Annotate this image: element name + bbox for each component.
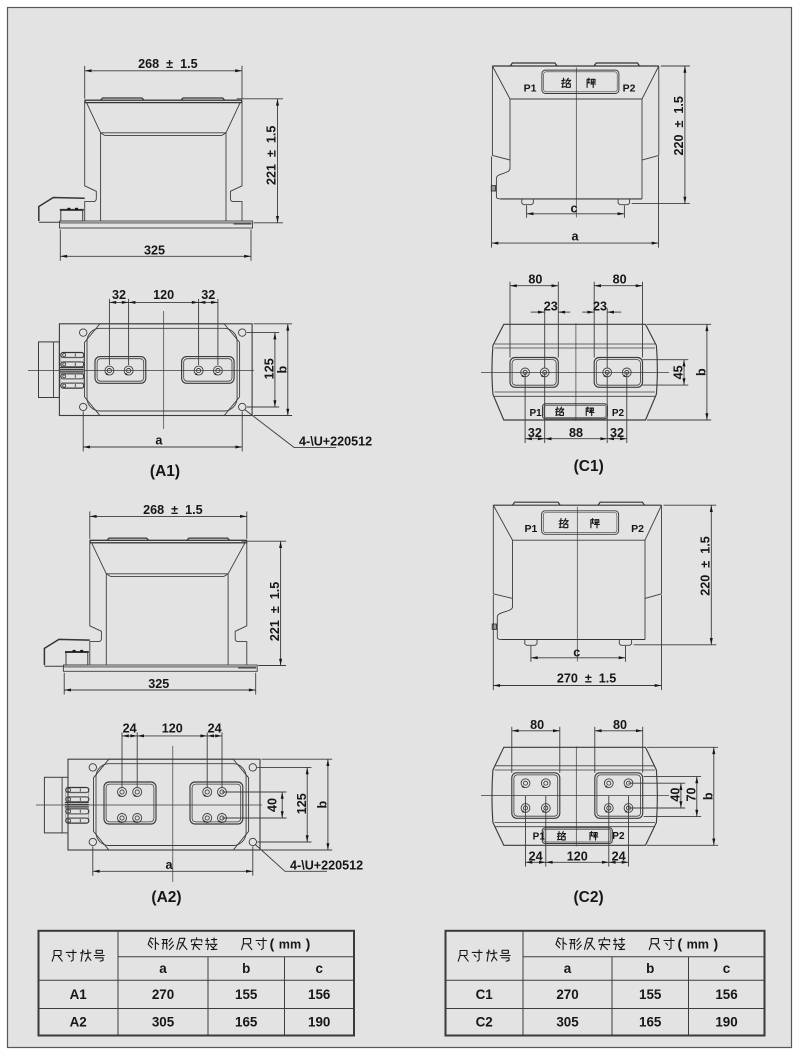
- svg-text:P1: P1: [533, 831, 546, 842]
- svg-text:24: 24: [529, 850, 543, 864]
- svg-text:P1: P1: [524, 523, 537, 535]
- svg-text:120: 120: [567, 850, 588, 864]
- svg-text:b: b: [695, 368, 709, 376]
- svg-text:325: 325: [148, 677, 169, 691]
- svg-text:270: 270: [556, 987, 578, 1002]
- svg-text:156: 156: [308, 987, 330, 1002]
- svg-text:C2: C2: [476, 1015, 493, 1030]
- svg-text:190: 190: [308, 1015, 330, 1030]
- svg-text:b: b: [276, 365, 290, 373]
- svg-text:190: 190: [715, 1015, 737, 1030]
- svg-text:32: 32: [201, 288, 215, 302]
- svg-text:40: 40: [266, 798, 280, 812]
- svg-text:88: 88: [569, 426, 583, 440]
- svg-text:c: c: [570, 202, 577, 216]
- svg-text:268 ± 1.5: 268 ± 1.5: [143, 503, 202, 517]
- svg-text:a: a: [571, 229, 579, 243]
- svg-text:4-\U+220512: 4-\U+220512: [299, 435, 372, 449]
- svg-text:): ): [306, 935, 311, 951]
- svg-text:(C2): (C2): [574, 889, 604, 906]
- svg-text:24: 24: [612, 850, 626, 864]
- svg-text:23: 23: [544, 299, 558, 313]
- svg-text:32: 32: [528, 426, 542, 440]
- svg-text:a: a: [165, 858, 173, 872]
- svg-text:155: 155: [235, 987, 258, 1002]
- svg-text:120: 120: [162, 721, 183, 735]
- svg-text:165: 165: [235, 1015, 258, 1030]
- svg-text:24: 24: [123, 722, 137, 736]
- svg-text:P2: P2: [612, 831, 625, 842]
- svg-text:305: 305: [152, 1015, 175, 1030]
- svg-text:P1: P1: [524, 83, 537, 95]
- svg-text:325: 325: [144, 243, 165, 257]
- svg-text:156: 156: [715, 987, 737, 1002]
- svg-text:45: 45: [672, 365, 686, 379]
- svg-text:221 ± 1.5: 221 ± 1.5: [268, 582, 282, 641]
- svg-text:c: c: [315, 961, 323, 976]
- svg-text:P2: P2: [623, 83, 636, 95]
- svg-text:(A2): (A2): [151, 889, 181, 906]
- svg-text:125: 125: [295, 793, 309, 814]
- svg-text:120: 120: [153, 288, 174, 302]
- svg-text:268 ± 1.5: 268 ± 1.5: [138, 57, 197, 71]
- svg-text:32: 32: [610, 426, 624, 440]
- svg-text:a: a: [564, 961, 572, 976]
- svg-text:mm: mm: [687, 937, 709, 951]
- svg-text:a: a: [155, 434, 163, 448]
- svg-text:80: 80: [613, 718, 627, 732]
- svg-text:4-\U+220512: 4-\U+220512: [290, 859, 363, 873]
- svg-text:c: c: [573, 646, 580, 660]
- svg-text:(A1): (A1): [150, 463, 180, 480]
- svg-text:165: 165: [639, 1015, 662, 1030]
- svg-text:23: 23: [593, 299, 607, 313]
- svg-text:221 ± 1.5: 221 ± 1.5: [265, 126, 279, 185]
- svg-text:155: 155: [639, 987, 662, 1002]
- svg-text:): ): [713, 935, 718, 951]
- svg-text:C1: C1: [476, 987, 494, 1002]
- svg-text:P2: P2: [612, 408, 625, 419]
- svg-text:b: b: [702, 792, 716, 800]
- svg-text:b: b: [646, 961, 654, 976]
- svg-text:b: b: [242, 961, 250, 976]
- svg-text:c: c: [723, 961, 731, 976]
- svg-text:mm: mm: [279, 937, 301, 951]
- svg-text:a: a: [159, 961, 167, 976]
- svg-text:270 ± 1.5: 270 ± 1.5: [557, 672, 616, 686]
- svg-text:24: 24: [208, 722, 222, 736]
- svg-text:A1: A1: [70, 987, 88, 1002]
- svg-text:270: 270: [152, 987, 174, 1002]
- svg-text:A2: A2: [70, 1015, 87, 1030]
- svg-text:80: 80: [530, 718, 544, 732]
- svg-text:220 ± 1.5: 220 ± 1.5: [672, 96, 686, 155]
- svg-text:220 ± 1.5: 220 ± 1.5: [699, 536, 713, 595]
- svg-text:80: 80: [528, 273, 542, 287]
- svg-text:125: 125: [263, 358, 277, 379]
- svg-text:40: 40: [668, 788, 682, 802]
- svg-text:(: (: [677, 935, 682, 951]
- svg-text:P2: P2: [631, 523, 644, 535]
- svg-text:b: b: [316, 800, 330, 808]
- svg-text:70: 70: [684, 787, 698, 801]
- svg-text:(C1): (C1): [574, 458, 604, 475]
- svg-text:80: 80: [613, 273, 627, 287]
- svg-text:32: 32: [112, 288, 126, 302]
- svg-text:P1: P1: [529, 408, 542, 419]
- svg-text:305: 305: [556, 1015, 579, 1030]
- svg-text:(: (: [270, 935, 275, 951]
